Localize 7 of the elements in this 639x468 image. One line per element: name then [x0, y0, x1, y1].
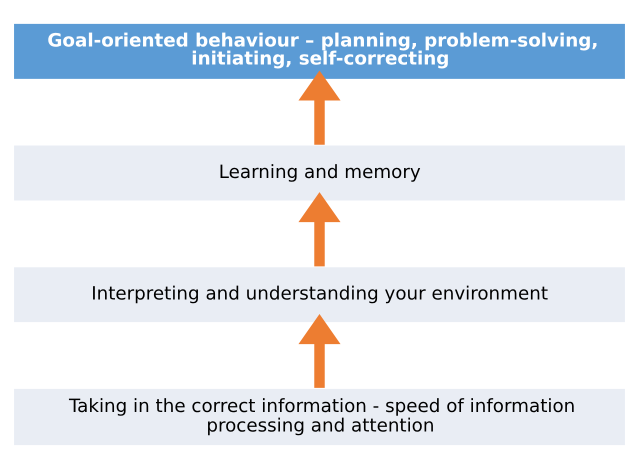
arrow: [298, 70, 341, 144]
arrow: [298, 314, 341, 388]
node-box: Learning and memory: [12, 144, 626, 202]
node-box: Interpreting and understanding your environment: [12, 265, 626, 323]
node-box: Goal-oriented behaviour – planning, problem-solving, initiating, self-correcting: [12, 22, 626, 80]
node-box: Taking in the correct information - speed of information processing and attention: [12, 387, 626, 446]
arrow: [298, 192, 341, 266]
